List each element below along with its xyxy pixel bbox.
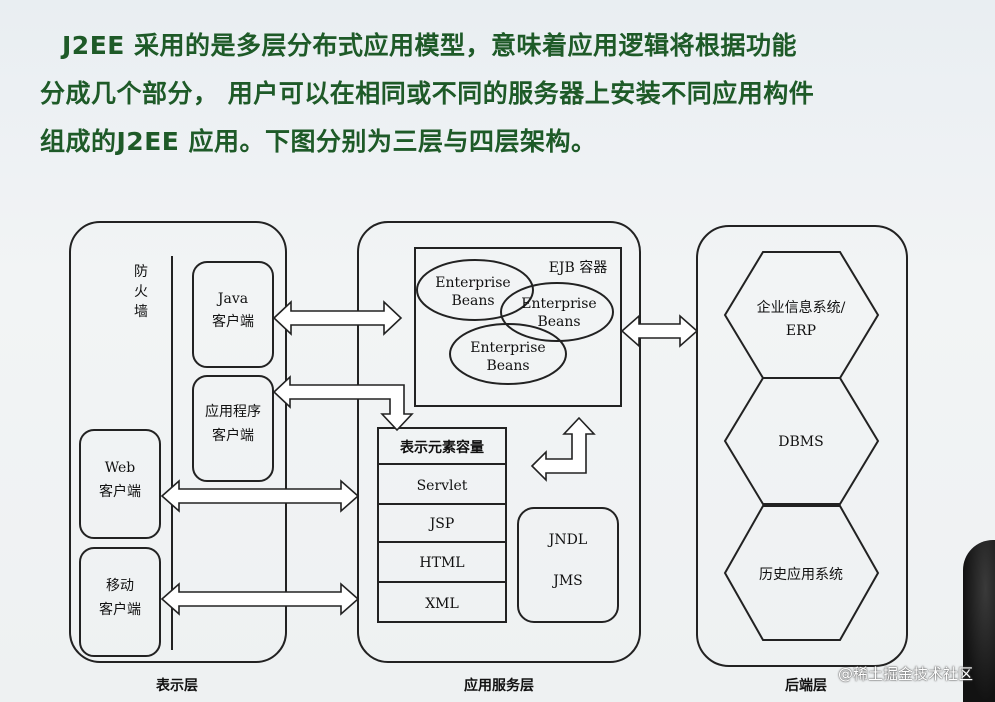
web-client-label-2: 客户端 [99,483,141,500]
service-jndl: JNDL [547,532,587,548]
presenter-silhouette [963,540,995,702]
ejb-container-label: EJB 容器 [549,259,608,276]
java-client-label-1: Java [216,291,248,307]
legacy-label: 历史应用系统 [759,566,843,583]
firewall-char-3: 墙 [134,304,148,320]
legacy-hexagon[interactable] [723,505,880,641]
bean-1-line-1: Enterprise [435,275,510,291]
erp-label-2: ERP [786,323,816,339]
web-client-label-1: Web [105,460,136,476]
enterprise-beans-ellipse-3[interactable] [449,323,567,385]
mobile-client-label-2: 客户端 [99,601,141,618]
enterprise-beans-ellipse-1[interactable] [416,259,534,321]
app-client-box[interactable] [192,375,274,482]
container-item-jsp[interactable]: JSP [428,516,455,532]
app-client-label-1: 应用程序 [205,403,261,420]
heading-line-1: J2EE 采用的是多层分布式应用模型，意味着应用逻辑将根据功能 [62,31,798,60]
heading-line-3: 组成的J2EE 应用。下图分别为三层与四层架构。 [40,127,597,156]
app-server-tier-label: 应用服务层 [464,677,534,694]
backend-tier-label: 后端层 [785,677,827,694]
appclient-to-container-arrow [272,375,414,432]
dbms-label: DBMS [778,434,823,450]
app-server-tier-box [357,221,641,663]
backend-tier-box [696,225,908,667]
app-to-backend-arrow [620,314,699,348]
heading-line-2: 分成几个部分， 用户可以在相同或不同的服务器上安装不同应用构件 [40,79,815,108]
presentation-tier-label: 表示层 [155,677,198,694]
firewall-char-1: 防 [134,264,148,280]
container-to-ejb-arrow [530,416,596,482]
container-item-html[interactable]: HTML [419,555,464,571]
java-client-box[interactable] [192,261,274,368]
java-client-label-2: 客户端 [212,313,254,330]
presentation-container-box [377,427,507,623]
web-client-box[interactable] [79,429,161,539]
container-item-xml[interactable]: XML [425,596,459,612]
java-to-ejb-arrow [272,300,403,336]
container-item-servlet[interactable]: Servlet [417,478,468,494]
bean-2-line-2: Beans [537,314,580,330]
heading-text: J2EE 采用的是多层分布式应用模型，意味着应用逻辑将根据功能 分成几个部分， … [40,22,990,166]
mobile-to-app-arrow [160,582,360,616]
services-box[interactable] [517,507,619,623]
ejb-container-box [414,247,622,407]
service-jms: JMS [551,573,583,589]
bean-2-line-1: Enterprise [521,296,596,312]
mobile-client-label-1: 移动 [106,578,134,594]
firewall-char-2: 火 [134,284,148,300]
app-client-label-2: 客户端 [212,427,254,444]
enterprise-beans-ellipse-2[interactable] [500,282,614,342]
watermark-text: @稀土掘金技术社区 [837,665,973,683]
bean-3-line-1: Enterprise [470,340,545,356]
bean-1-line-2: Beans [451,293,494,309]
dbms-hexagon[interactable] [723,377,880,505]
web-to-app-arrow [160,479,360,513]
erp-label-1: 企业信息系统/ [757,299,846,316]
presentation-container-title: 表示元素容量 [399,439,484,456]
mobile-client-box[interactable] [79,547,161,657]
presentation-tier-box [69,221,287,663]
bean-3-line-2: Beans [486,358,529,374]
